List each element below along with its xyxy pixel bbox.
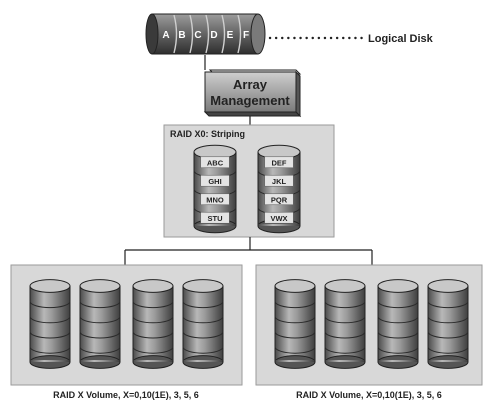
stripe-label: JKL <box>272 177 287 186</box>
segment-divider <box>173 14 178 54</box>
stripe-label: ABC <box>207 158 224 167</box>
stripe-label: MNO <box>206 195 224 204</box>
stripe-label-plate <box>264 156 294 169</box>
stripe-label: VWX <box>270 214 287 223</box>
logical-disk-segment: F <box>243 30 249 41</box>
volume-disk <box>79 279 121 369</box>
stripe-label-plate <box>200 211 230 224</box>
stripe-label: DEF <box>272 158 287 167</box>
volume-disk <box>29 279 71 369</box>
segment-divider <box>221 14 226 54</box>
stripe-label-plate <box>200 156 230 169</box>
volume-disk <box>182 279 224 369</box>
stripe-label-plate <box>264 193 294 206</box>
volume-disks <box>29 279 469 369</box>
segment-divider <box>189 14 194 54</box>
striping-title: RAID X0: Striping <box>170 129 245 139</box>
stripe-label-plate <box>200 174 230 187</box>
volume-right-label: RAID X Volume, X=0,10(1E), 3, 5, 6 <box>296 390 442 400</box>
array-management-line1: Array <box>233 77 268 92</box>
logical-disk-label: Logical Disk <box>368 33 434 45</box>
segment-divider <box>205 14 210 54</box>
stripe-label: STU <box>208 214 223 223</box>
logical-disk-segment: A <box>162 30 169 41</box>
volume-disk <box>324 279 366 369</box>
volume-disk <box>427 279 469 369</box>
stripe-label: GHI <box>208 177 221 186</box>
striping-disk-right: DEF JKL PQR VWX <box>257 144 301 234</box>
striping-disks: ABC GHI MNO STU DEF JKL PQR VWX <box>193 144 301 234</box>
striping-disk-left: ABC GHI MNO STU <box>193 144 237 234</box>
volume-left-label: RAID X Volume, X=0,10(1E), 3, 5, 6 <box>53 390 199 400</box>
tree-connector <box>124 237 373 265</box>
stripe-label: PQR <box>271 195 288 204</box>
stripe-label-plate <box>264 211 294 224</box>
array-management-box: Array Management <box>203 69 302 118</box>
logical-disk-segment: B <box>178 30 185 41</box>
stripe-label-plate <box>264 174 294 187</box>
volume-disk <box>132 279 174 369</box>
volume-disk <box>377 279 419 369</box>
stripe-label-plate <box>200 193 230 206</box>
logical-disk-segment: C <box>194 30 201 41</box>
striping-panel <box>163 124 335 238</box>
volume-disk <box>274 279 316 369</box>
array-management-line2: Management <box>210 93 290 108</box>
segment-divider <box>237 14 242 54</box>
logical-disk-segment: E <box>227 30 234 41</box>
logical-disk-segment: D <box>210 30 217 41</box>
